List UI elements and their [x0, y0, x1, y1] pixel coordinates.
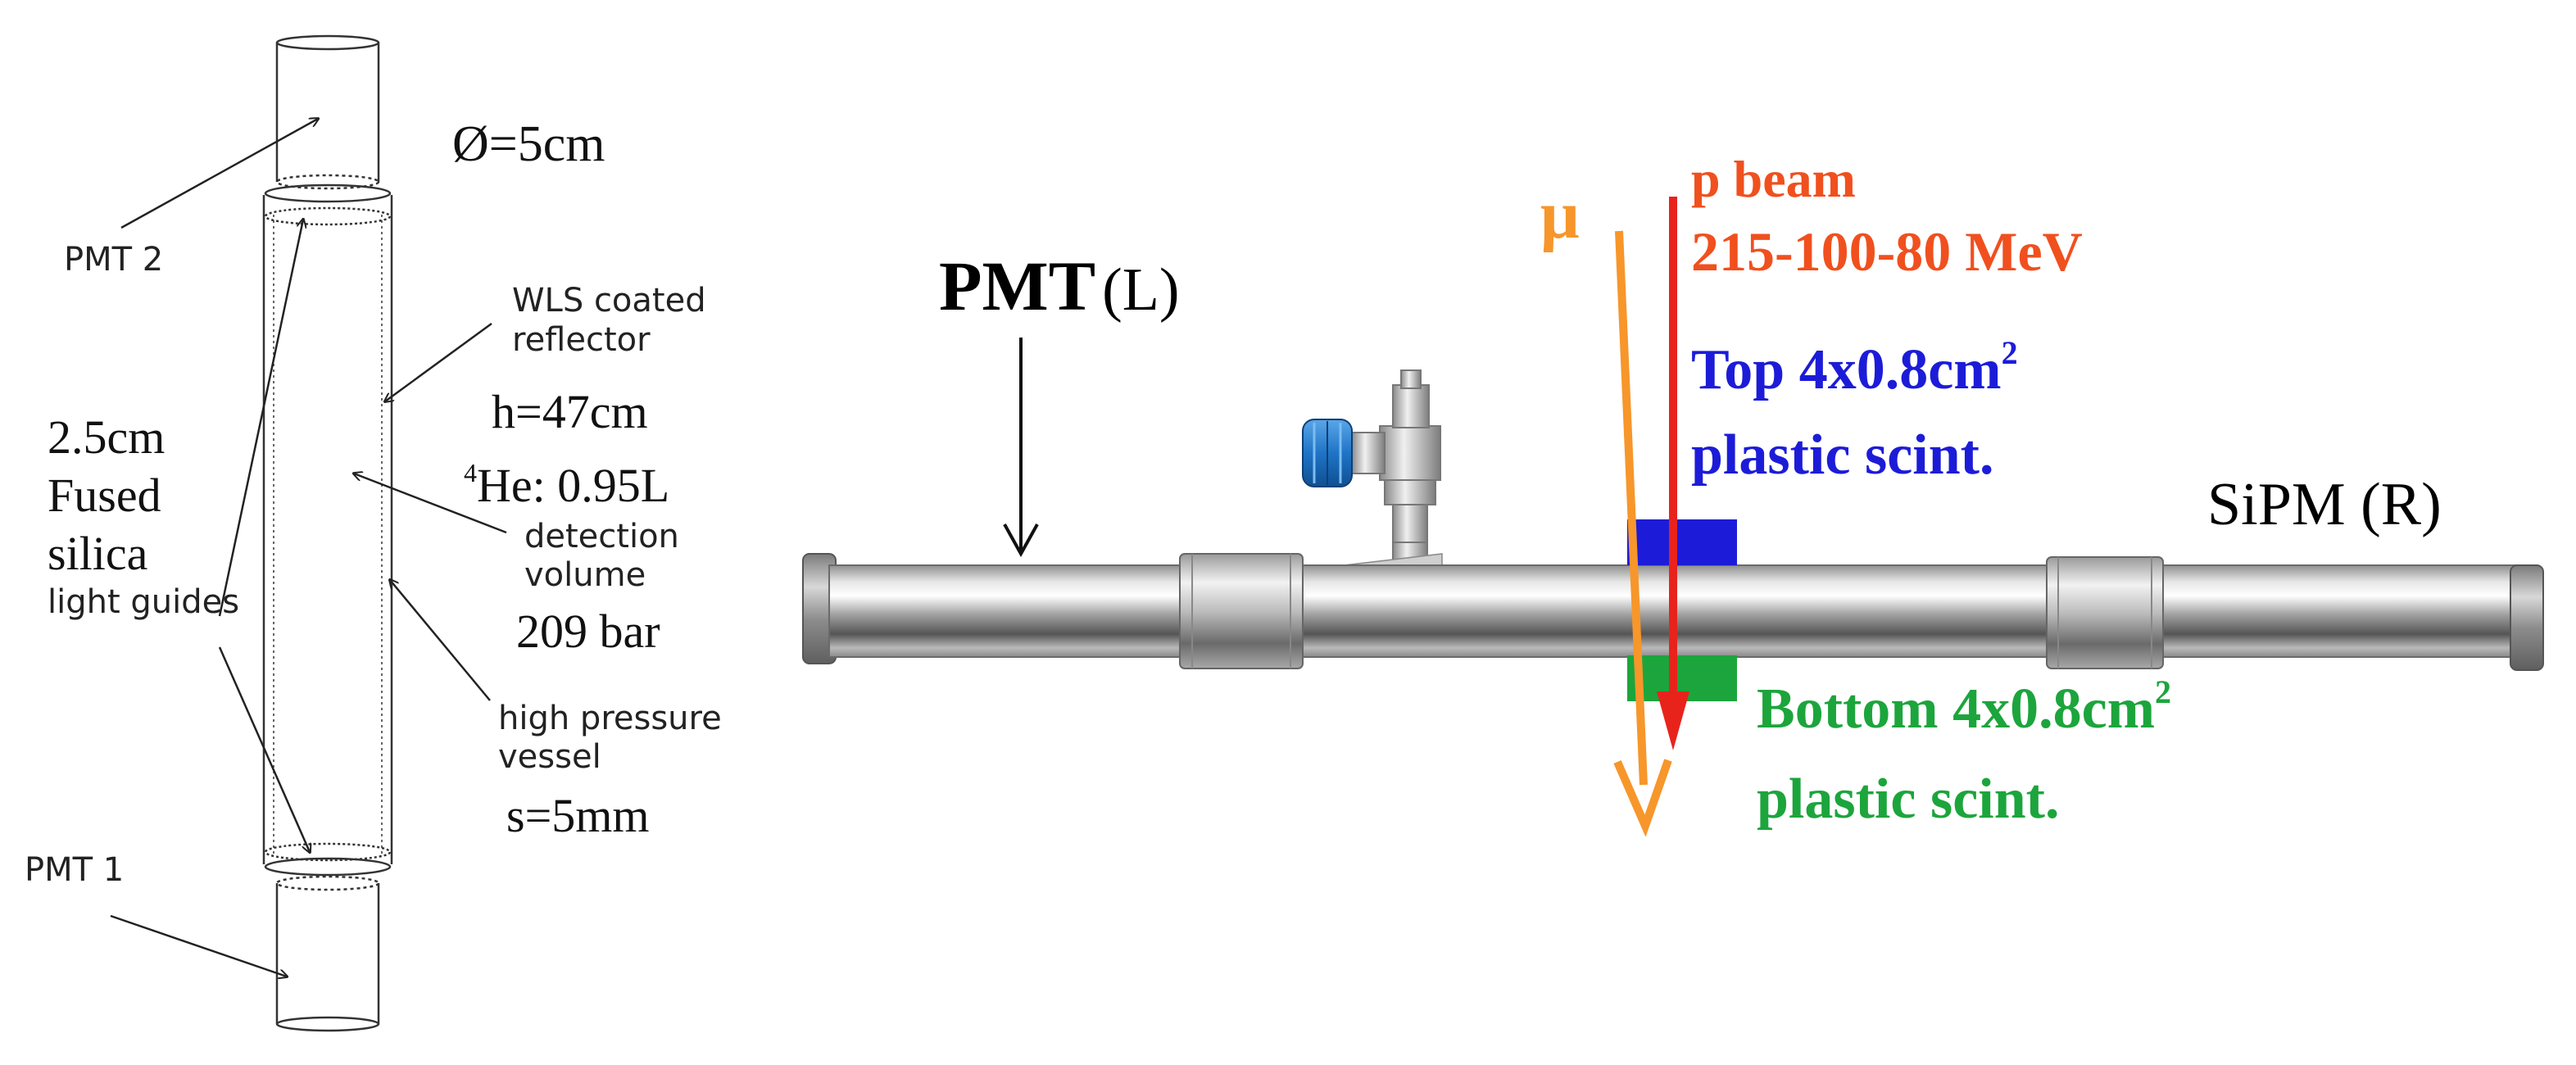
hp-vessel-label-line2: vessel: [498, 738, 601, 776]
top-scint-text: Top 4x0.8cm: [1691, 338, 2002, 401]
hp-vessel-label-line1: high pressure: [498, 700, 722, 737]
left-pointers: [110, 119, 507, 977]
bottom-scint-label-line2: plastic scint.: [1757, 768, 2059, 831]
pmt-left-label: PMT(L): [939, 247, 1180, 325]
valve: [1302, 369, 1443, 576]
top-scintillator: [1627, 519, 1737, 565]
top-scint-label-line2: plastic scint.: [1691, 424, 1993, 487]
bottom-scint-sup: 2: [2155, 673, 2171, 710]
wls-label-line1: WLS coated: [512, 282, 706, 320]
detection-label-line1: detection: [524, 518, 679, 555]
he-volume-text: He: 0.95L: [477, 459, 669, 512]
light-guide-label-line1: 2.5cm: [48, 410, 165, 464]
pmt-arrow: [1003, 338, 1039, 558]
light-guide-label-line2: Fused: [48, 469, 161, 522]
beam-label-line2: 215-100-80 MeV: [1691, 220, 2083, 283]
muon-label: μ: [1540, 177, 1580, 253]
height-label: h=47cm: [492, 385, 648, 438]
right-end-cap: [2510, 564, 2544, 671]
left-coupler: [1179, 553, 1304, 669]
pmt1-cylinder: [275, 875, 380, 1032]
left-schematic: [262, 34, 393, 1032]
sipm-right-label: SiPM (R): [2207, 471, 2442, 538]
light-guide-top: [264, 184, 392, 226]
vessel: [262, 195, 393, 877]
pressure-label: 209 bar: [516, 605, 660, 658]
bottom-scint-label-line1: Bottom 4x0.8cm2: [1757, 673, 2171, 741]
beam-arrow: [1657, 197, 1689, 750]
he-superscript: 4: [464, 458, 477, 487]
pmt2-cylinder: [275, 34, 380, 190]
he-volume-label: 4He: 0.95L: [464, 458, 669, 512]
light-guide-label-line4: light guides: [48, 583, 239, 621]
pmt2-label: PMT 2: [64, 241, 163, 279]
top-scint-sup: 2: [2002, 334, 2018, 371]
bottom-scint-text: Bottom 4x0.8cm: [1757, 678, 2155, 741]
top-scint-label-line1: Top 4x0.8cm2: [1691, 334, 2018, 401]
diameter-label: Ø=5cm: [452, 116, 605, 172]
pmt1-label: PMT 1: [25, 851, 124, 889]
beam-label-line1: p beam: [1691, 150, 1856, 208]
right-coupler: [2046, 556, 2164, 669]
pmt-side-text: (L): [1102, 256, 1180, 324]
detection-label-line2: volume: [524, 556, 646, 594]
light-guide-label-line3: silica: [48, 527, 147, 580]
wls-label-line2: reflector: [512, 321, 651, 359]
muon-arrow: [1613, 230, 1672, 837]
pmt-bold-text: PMT: [939, 247, 1095, 325]
thickness-label: s=5mm: [506, 789, 650, 842]
